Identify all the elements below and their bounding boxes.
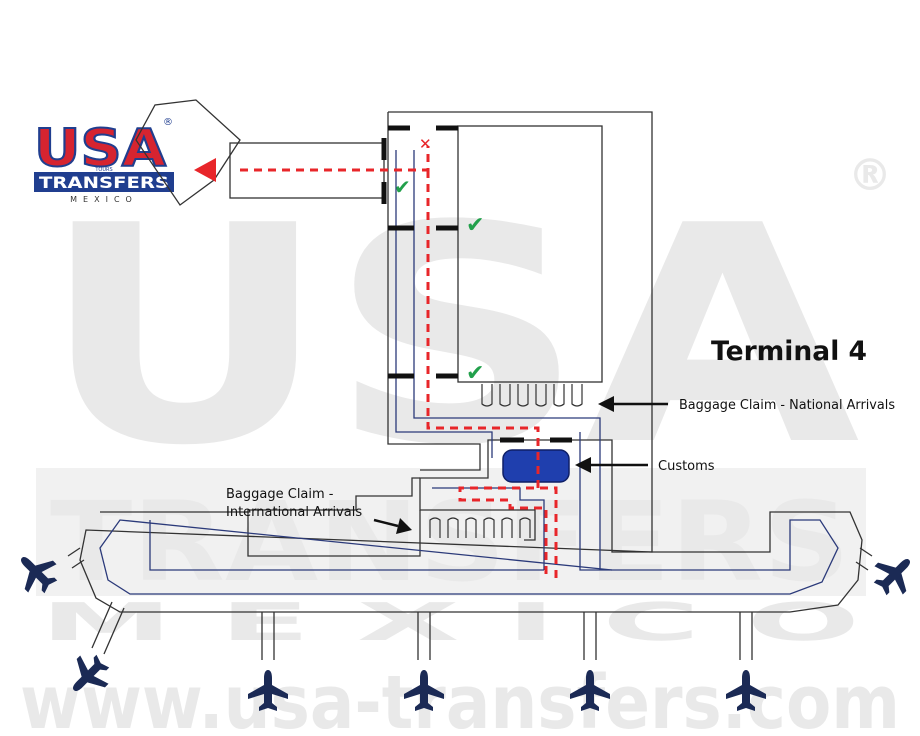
logo: USA ® TRANSFERS TOURS MEXICO (33, 117, 174, 204)
gate-pier-1 (261, 612, 275, 660)
logo-transfers: TRANSFERS (39, 173, 169, 192)
concourse-inner (99, 519, 839, 595)
pointer-arrow-icon (373, 518, 399, 528)
exit-arrow-icon (194, 158, 216, 182)
route-international (458, 486, 558, 580)
terminal-arrival-hall (135, 99, 241, 206)
logo-country: MEXICO (70, 195, 138, 204)
pointer-arrow-icon (396, 518, 412, 534)
international-baggage-label-2: International Arrivals (226, 505, 362, 520)
logo-usa: USA (34, 119, 166, 179)
doors (381, 125, 572, 443)
concourse-outline (79, 511, 863, 613)
international-baggage-belts (429, 517, 531, 538)
gate-pier-west (67, 547, 85, 569)
main-building-left-wall (387, 112, 481, 471)
check-icon: ✔ (466, 213, 484, 238)
status-markers: ✕ ✔ ✔ ✔ (394, 135, 484, 386)
customs-booth (502, 449, 570, 483)
customs-label: Customs (658, 459, 715, 474)
gate-pier-4 (739, 612, 753, 660)
pointer-arrow-icon (598, 396, 614, 412)
international-baggage-label-1: Baggage Claim - (226, 487, 334, 502)
watermark-website: www.usa-transfers.com (20, 660, 900, 736)
national-baggage-label: Baggage Claim - National Arrivals (679, 398, 895, 413)
airplane-icon (866, 545, 920, 603)
cross-icon: ✕ (419, 135, 432, 153)
gate-pier-2 (417, 612, 431, 660)
logo-registered: ® (163, 117, 173, 128)
check-icon: ✔ (466, 361, 484, 386)
corridor-immigration (395, 150, 493, 458)
corridor-customs-right (579, 432, 612, 571)
watermark-usa: USA (40, 162, 863, 511)
pointer-arrow-icon (575, 457, 591, 473)
logo-tours: TOURS (94, 167, 112, 173)
gate-pier-east (855, 547, 873, 571)
corridor-immigration-inner (413, 150, 601, 570)
main-building-outline (388, 111, 653, 553)
watermark: USA ® TRANSFERS M E X I C O www.usa-tran… (20, 150, 900, 736)
gates (67, 547, 873, 660)
immigration-hall (457, 125, 603, 383)
international-hall-outline (247, 477, 421, 557)
national-baggage-belts (481, 384, 583, 407)
terminal-outline (79, 99, 863, 613)
watermark-country: M E X I C O (40, 593, 860, 653)
watermark-transfers: TRANSFERS (50, 478, 850, 606)
pointer-arrows (373, 396, 668, 534)
passenger-corridors (99, 150, 839, 595)
gate-pier-5 (91, 601, 125, 655)
check-icon: ✔ (394, 175, 411, 199)
route-main (240, 146, 540, 488)
watermark-registered: ® (848, 150, 892, 201)
route-path (240, 146, 558, 580)
logo-band (34, 172, 174, 192)
gate-pier-3 (583, 612, 597, 660)
terminal-title: Terminal 4 (711, 336, 867, 367)
watermark-band (36, 468, 866, 596)
